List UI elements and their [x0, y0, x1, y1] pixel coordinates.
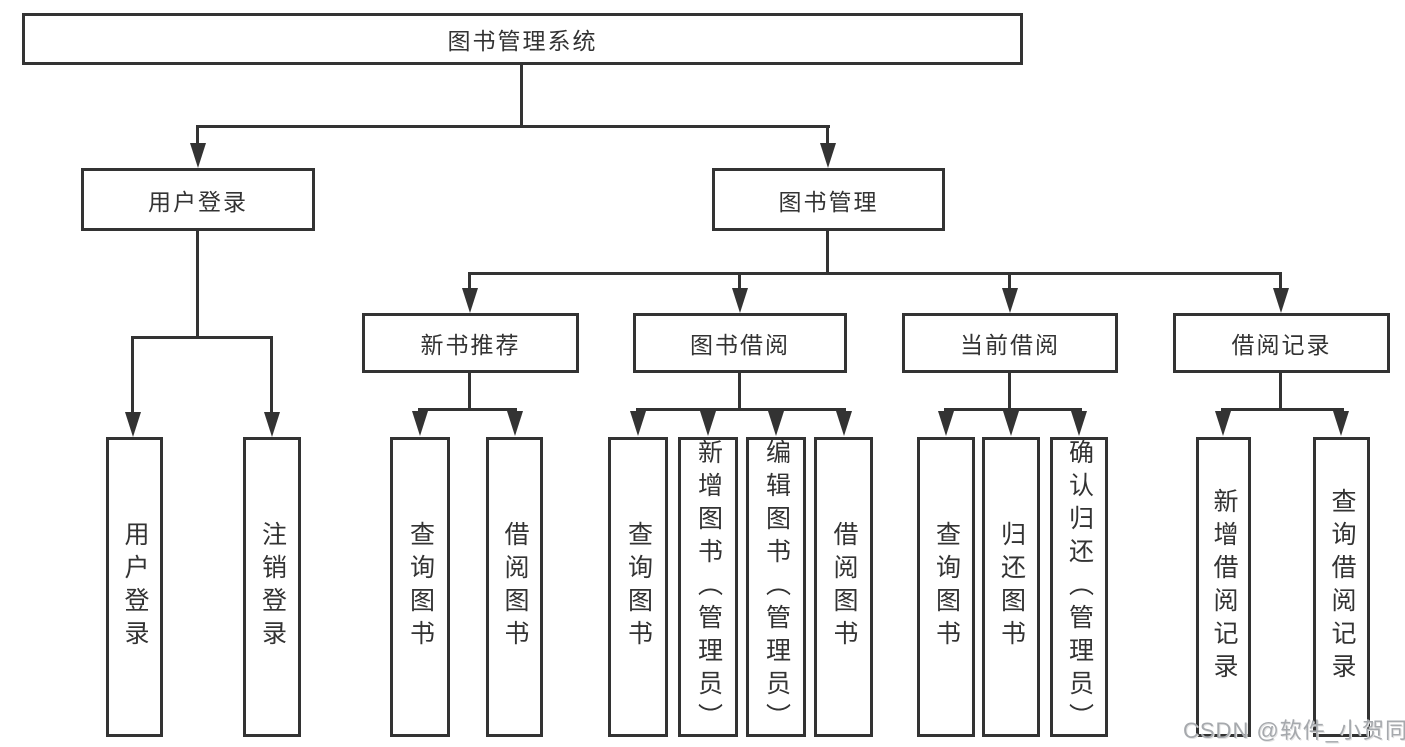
leaf-label: 查询图书 — [624, 521, 653, 653]
arrow-down-icon — [630, 411, 646, 436]
node-label: 图书管理系统 — [447, 28, 598, 54]
connector-bookmgmt-stem — [826, 231, 829, 275]
connector-stem — [1279, 373, 1282, 411]
connector-drop — [738, 272, 741, 292]
leaf-add-borrow-record: 新增借阅记录 — [1196, 437, 1251, 737]
node-library-management-system: 图书管理系统 — [22, 13, 1023, 65]
arrow-down-icon — [1071, 411, 1087, 436]
connector-drop — [468, 272, 471, 292]
connector-drop — [1008, 272, 1011, 292]
node-label: 新书推荐 — [420, 332, 521, 358]
leaf-query-books: 查询图书 — [390, 437, 450, 737]
leaf-label: 归还图书 — [997, 521, 1026, 653]
leaf-label: 新增图书（管理员） — [694, 438, 723, 736]
leaf-borrow-books: 借阅图书 — [814, 437, 873, 737]
arrow-down-icon — [1003, 411, 1019, 436]
node-label: 图书管理 — [778, 188, 879, 215]
node-new-book-recommendation: 新书推荐 — [362, 313, 579, 373]
connector-userlogin-stem — [196, 231, 199, 337]
node-label: 用户登录 — [148, 188, 248, 215]
leaf-label: 借阅图书 — [501, 521, 529, 653]
node-label: 借阅记录 — [1231, 332, 1332, 358]
connector-branch — [944, 408, 1082, 411]
connector-branch — [1221, 408, 1344, 411]
arrow-down-icon — [700, 411, 716, 436]
arrow-down-icon — [412, 411, 428, 436]
connector-userlogin-branch — [131, 336, 273, 339]
leaf-return-books: 归还图书 — [982, 437, 1040, 737]
connector-drop — [270, 336, 273, 414]
leaf-label: 确认归还（管理员） — [1065, 438, 1094, 736]
arrow-down-icon — [836, 411, 852, 436]
leaf-label: 查询图书 — [932, 521, 961, 653]
connector-drop — [131, 336, 134, 414]
connector-root-branch — [196, 125, 830, 128]
connector-drop — [196, 125, 199, 147]
leaf-user-login: 用户登录 — [106, 437, 163, 737]
leaf-label: 用户登录 — [121, 521, 149, 653]
node-book-borrowing: 图书借阅 — [633, 313, 847, 373]
arrow-down-icon — [938, 411, 954, 436]
leaf-label: 新增借阅记录 — [1210, 488, 1238, 686]
leaf-logout: 注销登录 — [243, 437, 301, 737]
leaf-edit-books-admin: 编辑图书（管理员） — [746, 437, 806, 737]
leaf-query-books: 查询图书 — [608, 437, 668, 737]
connector-bookmgmt-branch — [468, 272, 1282, 275]
leaf-label: 编辑图书（管理员） — [762, 438, 791, 736]
connector-branch — [418, 408, 517, 411]
arrow-down-icon — [1215, 411, 1231, 436]
node-label: 当前借阅 — [960, 332, 1060, 358]
leaf-add-books-admin: 新增图书（管理员） — [678, 437, 738, 737]
arrow-down-icon — [1273, 288, 1289, 313]
arrow-down-icon — [768, 411, 784, 436]
arrow-down-icon — [264, 412, 280, 437]
arrow-down-icon — [125, 412, 141, 437]
arrow-down-icon — [462, 288, 478, 313]
leaf-label: 注销登录 — [258, 521, 287, 653]
connector-stem — [738, 373, 741, 411]
arrow-down-icon — [820, 143, 836, 168]
connector-stem — [468, 373, 471, 411]
connector-drop — [826, 125, 829, 147]
leaf-confirm-return-admin: 确认归还（管理员） — [1050, 437, 1108, 737]
connector-root-stem — [520, 65, 523, 125]
leaf-borrow-books: 借阅图书 — [486, 437, 543, 737]
arrow-down-icon — [1002, 288, 1018, 313]
leaf-query-borrow-record: 查询借阅记录 — [1313, 437, 1370, 737]
arrow-down-icon — [732, 288, 748, 313]
connector-stem — [1008, 373, 1011, 411]
node-borrowing-records: 借阅记录 — [1173, 313, 1390, 373]
node-current-borrowing: 当前借阅 — [902, 313, 1118, 373]
arrow-down-icon — [190, 143, 206, 168]
node-user-login: 用户登录 — [81, 168, 315, 231]
node-book-management: 图书管理 — [712, 168, 945, 231]
connector-drop — [1279, 272, 1282, 292]
leaf-label: 借阅图书 — [830, 521, 858, 653]
arrow-down-icon — [1333, 411, 1349, 436]
connector-branch — [636, 408, 846, 411]
leaf-label: 查询借阅记录 — [1328, 488, 1356, 686]
leaf-query-books: 查询图书 — [917, 437, 975, 737]
arrow-down-icon — [507, 411, 523, 436]
node-label: 图书借阅 — [690, 332, 790, 358]
watermark: CSDN @软件_小贺同学 — [1183, 718, 1405, 743]
leaf-label: 查询图书 — [406, 521, 435, 653]
